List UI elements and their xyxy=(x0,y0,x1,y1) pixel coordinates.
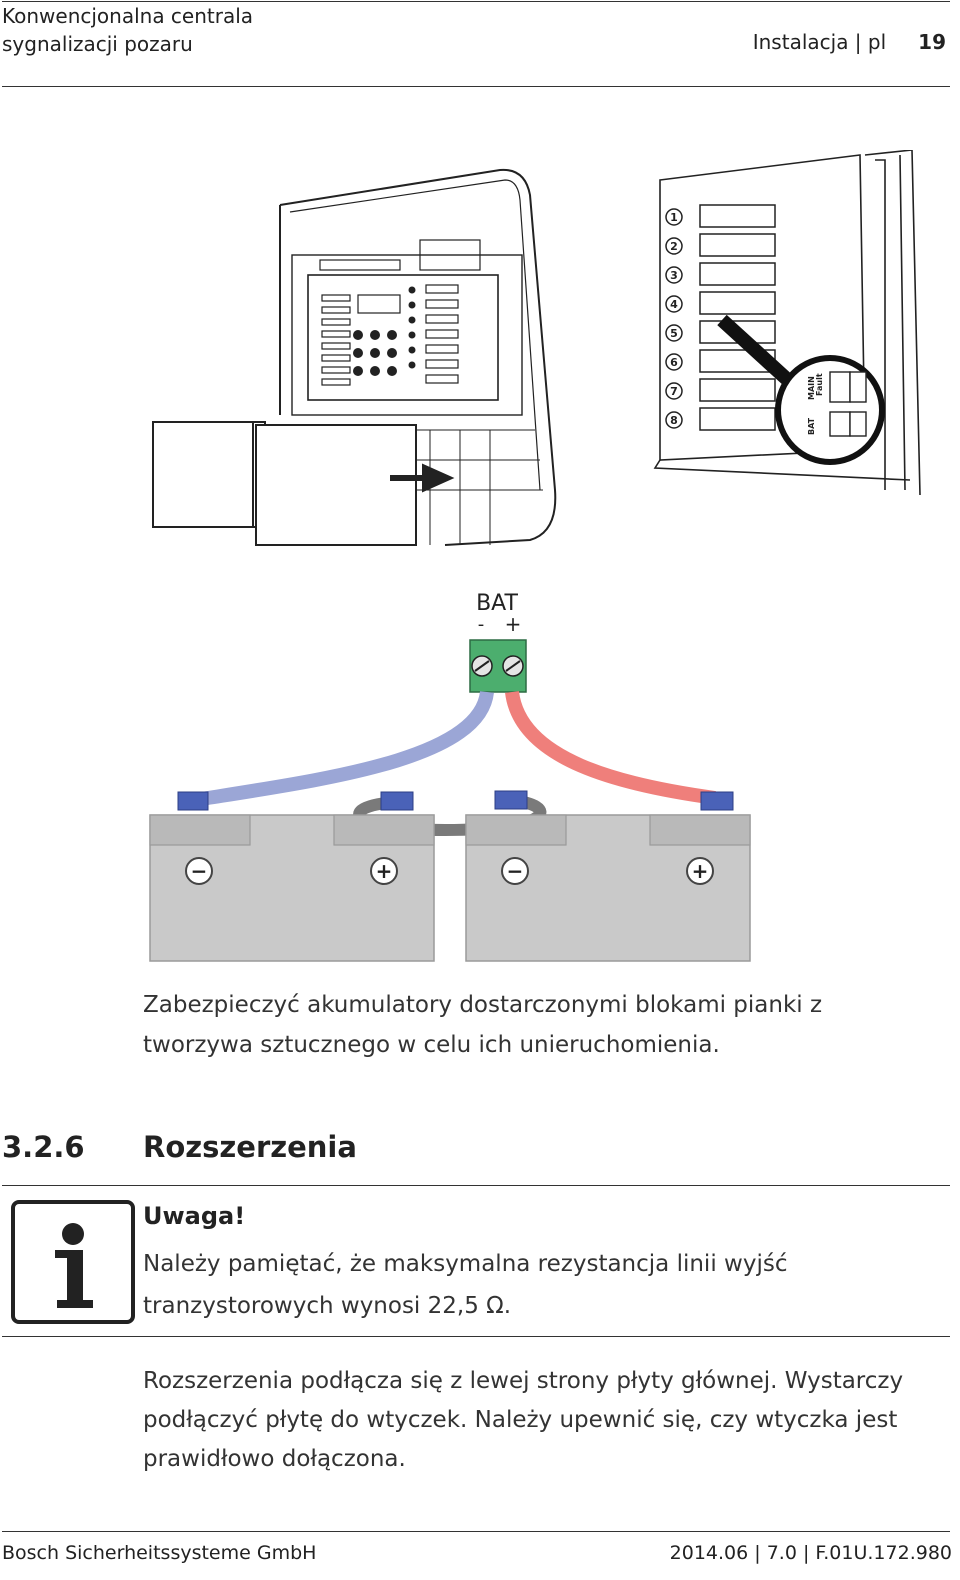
battery-right: − + xyxy=(465,814,751,962)
section-number: 3.2.6 xyxy=(2,1130,85,1164)
page-number: 19 xyxy=(918,30,946,54)
header-rule xyxy=(2,86,950,87)
terminal-detail-illustration: 1 2 3 4 5 6 7 8 MAIN Fault BAT xyxy=(653,150,921,496)
led-number-4: 4 xyxy=(670,298,678,311)
footer-company: Bosch Sicherheitssysteme GmbH xyxy=(2,1542,317,1564)
info-icon xyxy=(11,1200,135,1324)
led-number-6: 6 xyxy=(670,356,678,369)
bat-plus-label: + xyxy=(505,612,522,636)
negative-wire xyxy=(193,690,494,807)
led-number-3: 3 xyxy=(670,269,678,282)
battery-right-plus: + xyxy=(692,859,709,883)
section-rule xyxy=(2,1185,950,1186)
magnifier-handle xyxy=(717,314,795,388)
bat-minus-label: - xyxy=(478,614,485,635)
panel-housing-illustration xyxy=(152,168,557,546)
led-number-1: 1 xyxy=(670,211,678,224)
led-number-7: 7 xyxy=(670,385,678,398)
footer-rule xyxy=(2,1531,950,1532)
section-title: Rozszerzenia xyxy=(143,1130,357,1164)
led-number-5: 5 xyxy=(670,327,678,340)
note-text: Należy pamiętać, że maksymalna rezystanc… xyxy=(143,1251,788,1319)
battery-left: − + xyxy=(149,814,435,962)
battery-left-minus: − xyxy=(191,859,208,883)
fault-label: Fault xyxy=(815,373,824,396)
header-right: Instalacja | pl 19 xyxy=(753,30,946,54)
bat-terminal-label: BAT xyxy=(476,591,518,616)
bridge-wire xyxy=(353,794,547,837)
battery-wiring-diagram: BAT - + − + − + xyxy=(149,591,751,962)
led-number-8: 8 xyxy=(670,414,678,427)
led-number-2: 2 xyxy=(670,240,678,253)
note-title: Uwaga! xyxy=(143,1202,246,1230)
header-top-rule xyxy=(2,1,950,2)
note-rule xyxy=(2,1336,950,1337)
bat-small-label: BAT xyxy=(807,417,816,435)
body-paragraph: Rozszerzenia podłącza się z lewej strony… xyxy=(143,1368,904,1472)
positive-wire xyxy=(505,690,716,805)
battery-left-plus: + xyxy=(376,859,393,883)
footer-doc-info: 2014.06 | 7.0 | F.01U.172.980 xyxy=(669,1542,952,1564)
main-label: MAIN xyxy=(807,376,816,400)
document-title: Konwencjonalna centrala sygnalizacji poz… xyxy=(2,4,254,56)
section-label: Instalacja | pl xyxy=(752,30,887,54)
led-indicators: 1 2 3 4 5 6 7 8 xyxy=(665,204,776,431)
battery-right-minus: − xyxy=(507,859,524,883)
battery-caption: Zabezpieczyć akumulatory dostarczonymi b… xyxy=(143,992,823,1058)
